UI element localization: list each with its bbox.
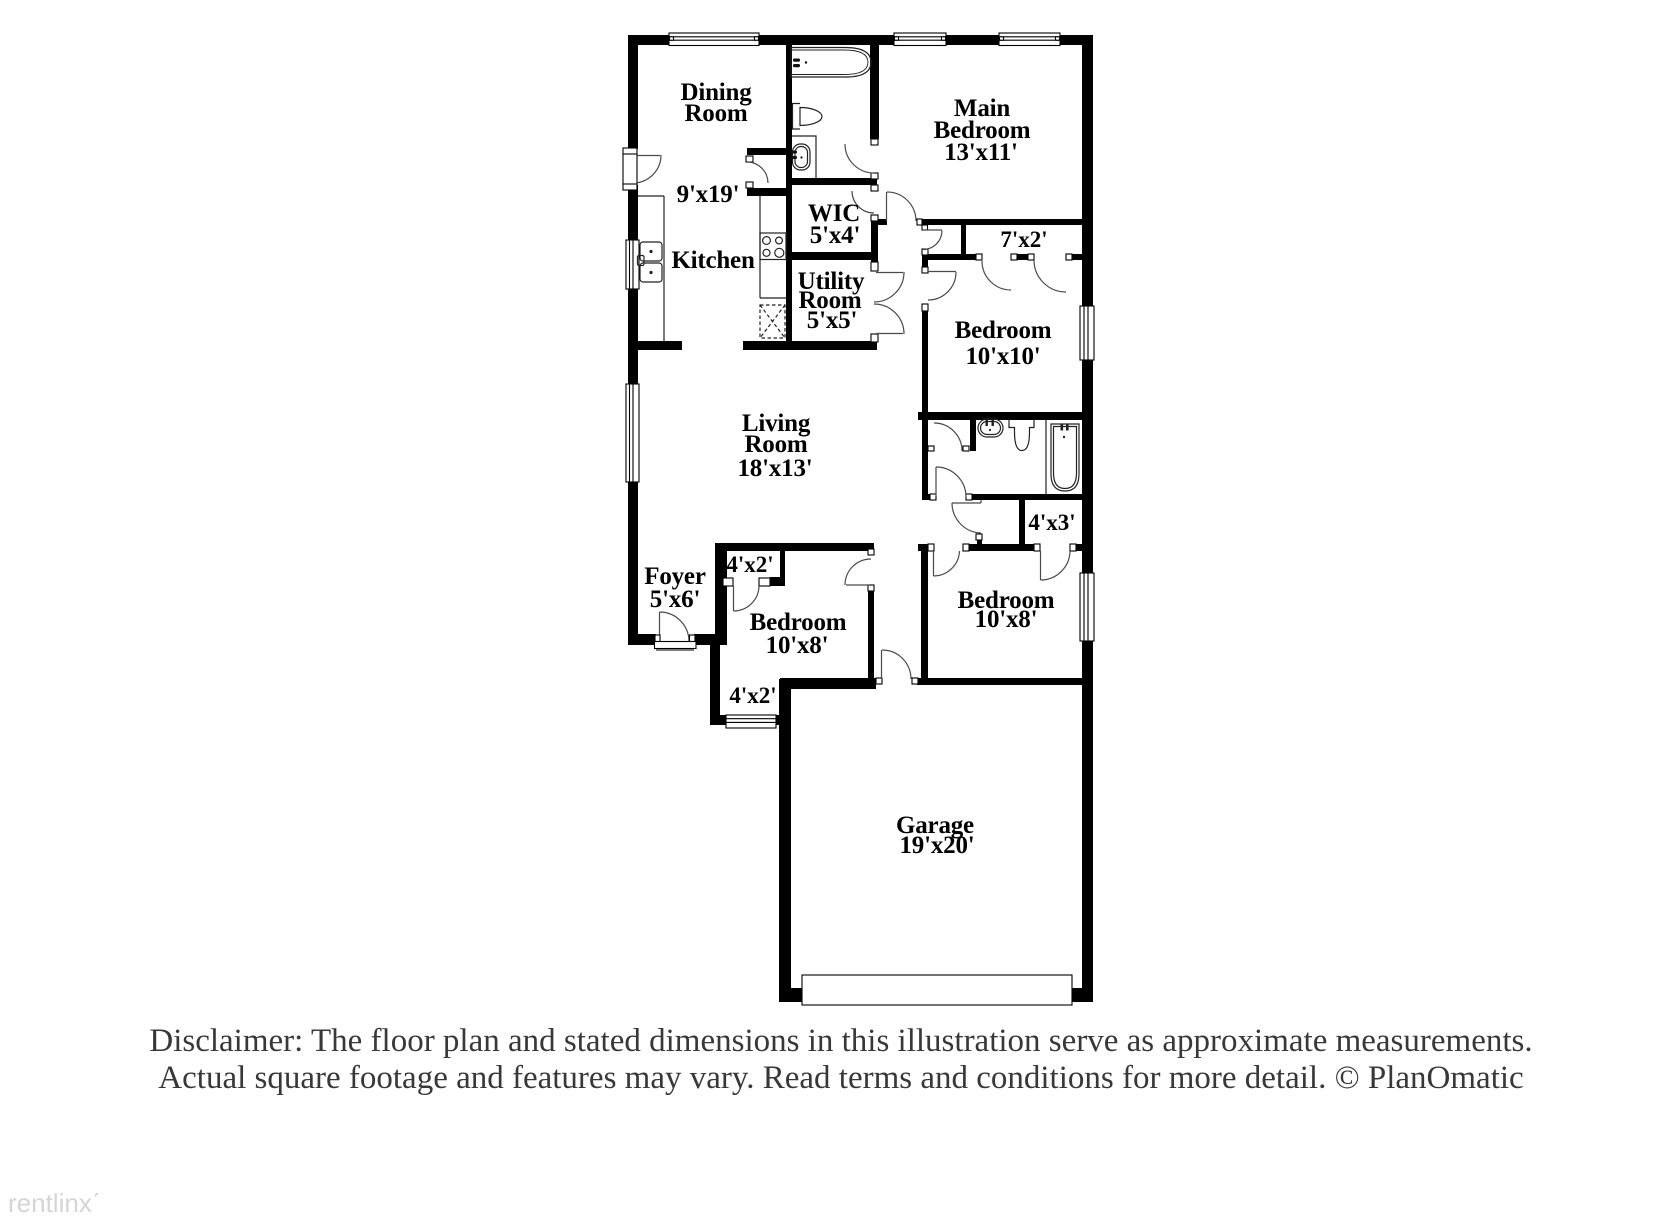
svg-text:Garage: Garage (896, 812, 974, 839)
svg-text:Bedroom: Bedroom (958, 587, 1055, 614)
svg-text:7'x2': 7'x2' (1000, 227, 1047, 252)
svg-text:Main: Main (954, 95, 1010, 122)
svg-text:9'x19': 9'x19' (677, 181, 740, 208)
svg-text:Dining: Dining (680, 79, 752, 106)
svg-text:WIC: WIC (808, 200, 860, 227)
svg-text:5'x5': 5'x5' (807, 307, 857, 334)
svg-text:Utility: Utility (798, 268, 865, 295)
svg-text:10'x8': 10'x8' (975, 606, 1038, 633)
svg-text:4'x2': 4'x2' (726, 552, 773, 577)
svg-text:4'x2': 4'x2' (729, 683, 776, 708)
svg-text:Disclaimer: The floor plan and: Disclaimer: The floor plan and stated di… (149, 1023, 1532, 1059)
svg-text:10'x8': 10'x8' (766, 632, 829, 659)
svg-text:4'x3': 4'x3' (1028, 510, 1075, 535)
svg-text:Bedroom: Bedroom (934, 117, 1031, 144)
svg-text:19'x20': 19'x20' (900, 832, 975, 859)
svg-text:13'x11': 13'x11' (944, 139, 1018, 166)
svg-text:Living: Living (742, 410, 811, 437)
svg-text:Room: Room (798, 287, 861, 314)
svg-text:Room: Room (744, 431, 807, 458)
svg-text:5'x4': 5'x4' (810, 222, 860, 249)
svg-text:Bedroom: Bedroom (750, 609, 847, 636)
svg-text:rentlinxˊ: rentlinxˊ (8, 1188, 100, 1218)
svg-text:18'x13': 18'x13' (738, 455, 813, 482)
svg-text:Room: Room (684, 100, 747, 127)
svg-text:5'x6': 5'x6' (650, 586, 700, 613)
svg-text:Foyer: Foyer (644, 563, 706, 590)
svg-text:Bedroom: Bedroom (955, 317, 1052, 344)
svg-text:Actual square footage and feat: Actual square footage and features may v… (158, 1060, 1523, 1096)
svg-text:10'x10': 10'x10' (966, 343, 1041, 370)
svg-text:Kitchen: Kitchen (671, 247, 755, 274)
